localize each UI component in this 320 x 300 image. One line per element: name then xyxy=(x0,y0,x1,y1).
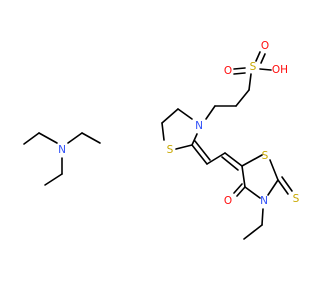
bond xyxy=(236,186,246,197)
sulfonic-sulfur-label: S xyxy=(250,61,257,73)
bond xyxy=(261,208,264,226)
bond xyxy=(277,179,289,195)
bond xyxy=(191,144,208,165)
bond xyxy=(259,68,272,71)
propyl-sulfonic-acid: S O O OH xyxy=(205,40,288,120)
bond xyxy=(233,67,246,70)
sulfonic-oxygen-top-label: O xyxy=(261,40,269,52)
bond xyxy=(260,53,266,64)
carbonyl-oxygen-label: O xyxy=(224,195,232,207)
bond xyxy=(241,165,246,188)
structure-drawing: N N S S O O OH xyxy=(23,40,300,240)
bond xyxy=(175,144,193,150)
amine-nitrogen-label: N xyxy=(58,144,66,156)
bond xyxy=(191,133,198,146)
bond xyxy=(205,105,216,120)
bond xyxy=(67,132,83,144)
bond xyxy=(233,183,243,194)
bond xyxy=(244,186,261,199)
bond xyxy=(161,122,165,141)
bond xyxy=(23,132,40,145)
methine-bridge xyxy=(191,140,243,171)
bond xyxy=(177,108,193,120)
thiazolidine-nitrogen-label: N xyxy=(195,120,203,132)
bond xyxy=(233,72,246,75)
bond xyxy=(81,132,101,144)
thiazolidine-ring: N S xyxy=(161,108,203,156)
bond xyxy=(44,173,63,186)
bond xyxy=(161,108,179,124)
bond xyxy=(281,176,293,192)
rhodanine-ring-sulfur-label: S xyxy=(262,150,269,162)
bond xyxy=(241,154,263,167)
rhodanine-nitrogen-label: N xyxy=(260,195,268,207)
bond xyxy=(255,51,261,62)
bond xyxy=(243,224,263,240)
rhodanine-ring: S S N O xyxy=(224,150,300,240)
triethylamine: N xyxy=(23,132,101,186)
bond xyxy=(267,179,279,196)
bond xyxy=(38,132,58,144)
bond xyxy=(194,140,211,161)
bond xyxy=(221,156,239,171)
thiazolidine-sulfur-label: S xyxy=(167,144,174,156)
molecule-canvas: N N S S O O OH xyxy=(23,40,300,240)
bond xyxy=(269,159,279,181)
sulfonic-oxygen-left-label: O xyxy=(224,65,232,77)
bond xyxy=(224,152,243,167)
bond xyxy=(235,89,250,107)
bond xyxy=(248,73,252,91)
thione-sulfur-label: S xyxy=(293,193,300,205)
sulfonic-hydroxyl-label: OH xyxy=(272,64,288,76)
bond xyxy=(206,152,226,165)
